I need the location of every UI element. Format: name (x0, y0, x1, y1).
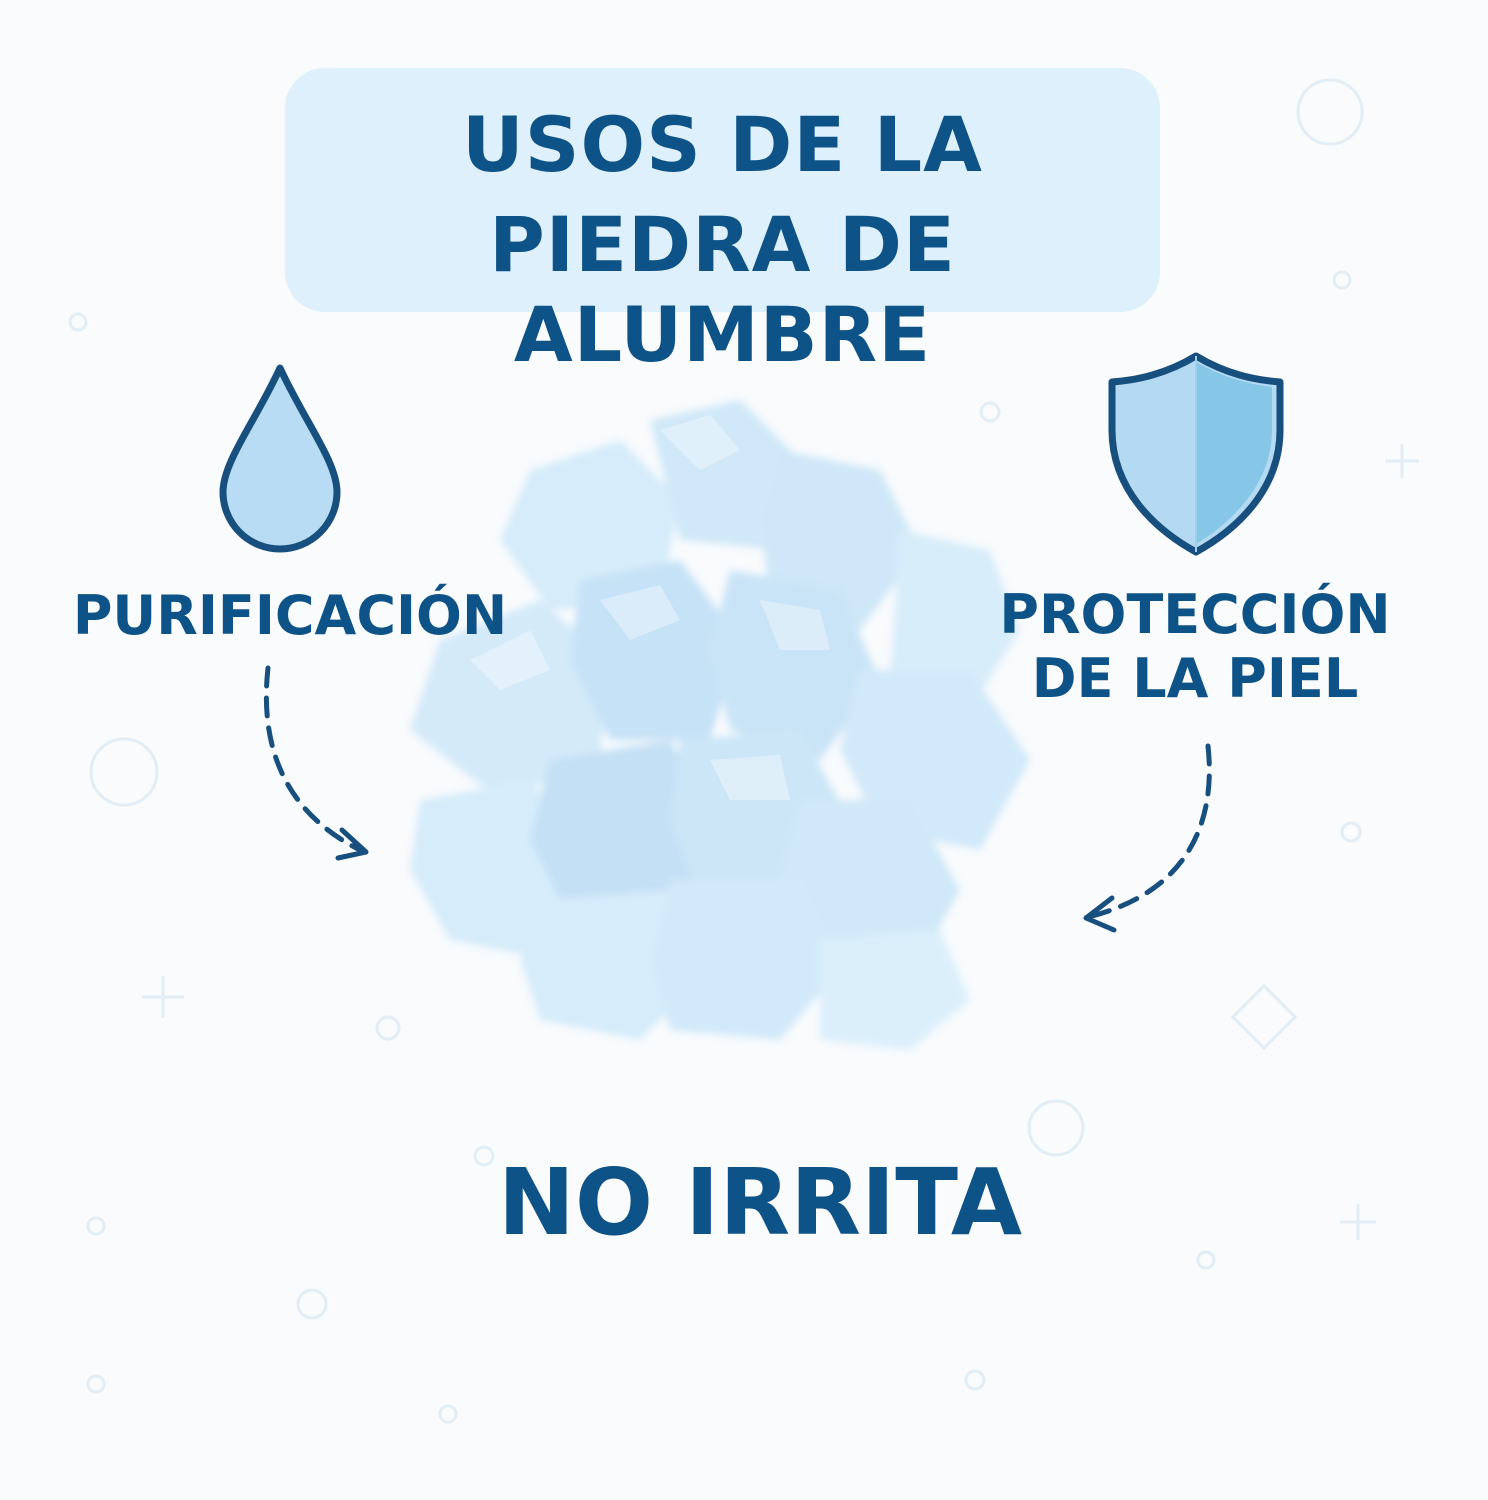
alum-crystal-illustration (410, 400, 1030, 1050)
dashed-arrow-right-icon (1083, 743, 1212, 933)
page-title-line-1: USOS DE LA (462, 100, 983, 189)
shield-icon (1108, 352, 1284, 556)
title-box (285, 68, 1160, 312)
feature-label-proteccion-line-1: PROTECCIÓN (999, 583, 1391, 646)
feature-label-proteccion-line-2: DE LA PIEL (1031, 647, 1359, 710)
feature-label-proteccion: PROTECCIÓN DE LA PIEL (990, 583, 1400, 711)
feature-label-purificacion: PURIFICACIÓN (72, 584, 508, 647)
no-irrita-label: NO IRRITA (497, 1149, 1023, 1256)
water-drop-icon (219, 364, 341, 553)
page-title-line-2: PIEDRA DE ALUMBRE (489, 200, 956, 379)
dashed-arrow-left-icon (263, 665, 369, 861)
